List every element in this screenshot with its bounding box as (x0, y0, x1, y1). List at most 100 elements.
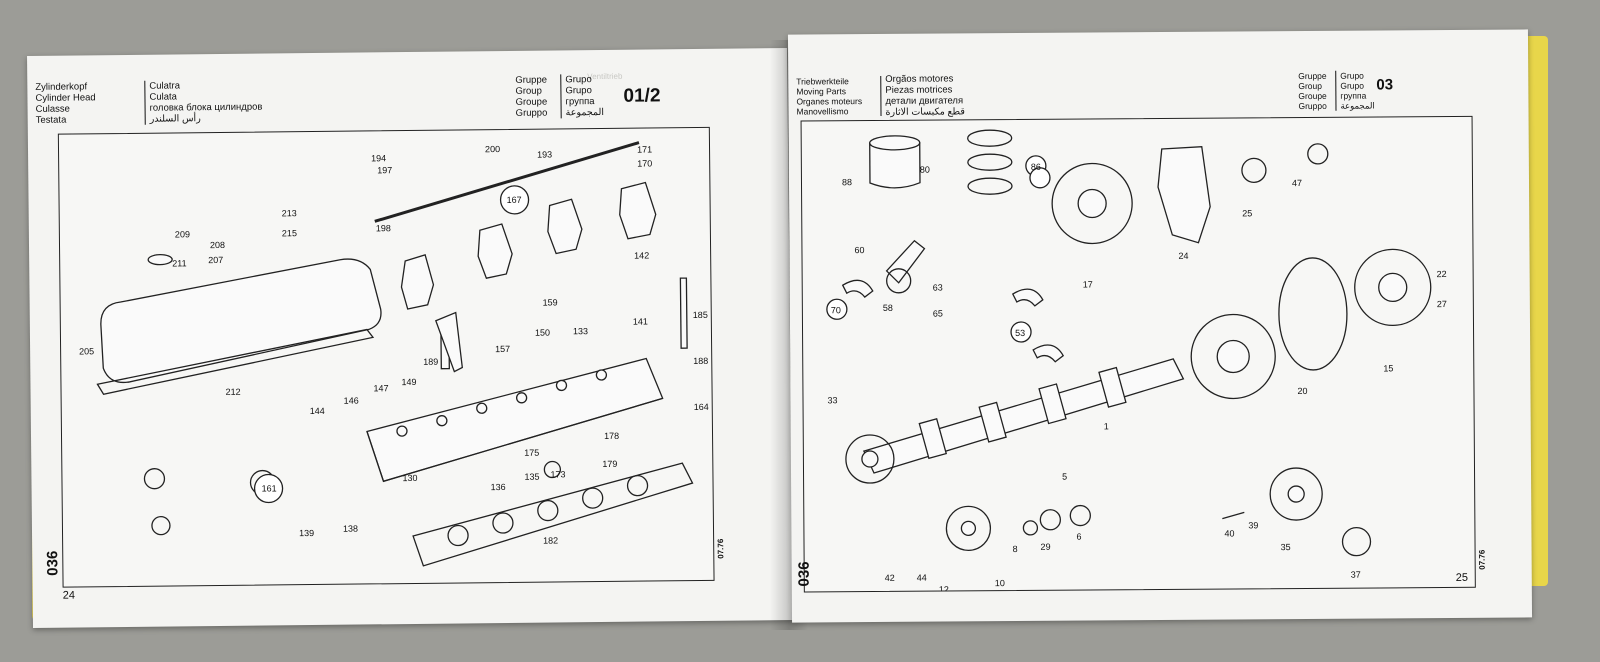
part-label-144: 144 (310, 406, 325, 416)
part-label-139: 139 (299, 528, 314, 538)
part-label-42: 42 (885, 573, 895, 583)
part-label-198: 198 (376, 223, 391, 233)
group-label: المجموعة (1340, 100, 1375, 111)
part-label-188: 188 (693, 356, 708, 366)
right-group-col1: Gruppe Group Groupe Gruppo (1298, 71, 1327, 111)
title-de: Triebwerkteile (796, 76, 849, 87)
part-label-25: 25 (1242, 208, 1252, 218)
part-label-1: 1 (1104, 421, 1109, 431)
part-label-173: 173 (550, 469, 565, 479)
left-group-col1: Gruppe Group Groupe Gruppo (515, 75, 547, 119)
part-label-47: 47 (1292, 178, 1302, 188)
side-code: 036 (44, 550, 62, 576)
part-label-138: 138 (343, 524, 358, 534)
title-en: Moving Parts (796, 86, 846, 97)
part-label-58: 58 (883, 303, 893, 313)
part-label-6: 6 (1076, 532, 1081, 542)
part-label-215: 215 (282, 228, 297, 238)
title-de: Zylinderkopf (35, 81, 88, 93)
part-label-213: 213 (282, 208, 297, 218)
part-label-10: 10 (995, 578, 1005, 588)
part-label-24: 24 (1178, 251, 1188, 261)
group-divider (1335, 70, 1337, 111)
part-label-35: 35 (1281, 542, 1291, 552)
page-number: 25 (1455, 571, 1469, 584)
part-label-150: 150 (535, 328, 550, 338)
title-it: Testata (35, 114, 67, 126)
title-ru: головка блока цилиндров (149, 101, 263, 114)
part-label-159: 159 (543, 297, 558, 307)
group-label: Gruppo (1298, 100, 1327, 112)
part-label-171: 171 (637, 144, 652, 154)
part-label-212: 212 (226, 387, 241, 397)
part-label-133: 133 (573, 326, 588, 336)
date-code: 07.76 (1477, 549, 1487, 570)
part-label-175: 175 (524, 448, 539, 458)
part-label-15: 15 (1383, 363, 1393, 373)
part-label-135: 135 (524, 472, 539, 482)
part-label-27: 27 (1437, 299, 1447, 309)
part-label-53: 53 (1015, 328, 1025, 338)
title-pt: Orgãos motores (885, 73, 954, 85)
part-label-17: 17 (1083, 279, 1093, 289)
part-label-164: 164 (694, 402, 709, 412)
title-fr: Culasse (35, 103, 70, 115)
group-label: Groupe (515, 96, 548, 108)
part-label-33: 33 (827, 395, 837, 405)
part-label-208: 208 (210, 240, 225, 250)
group-label: группа (1340, 90, 1367, 101)
part-label-200: 200 (485, 144, 500, 154)
part-label-40: 40 (1224, 528, 1234, 538)
group-label: Grupo (1340, 80, 1364, 91)
group-label: группа (565, 96, 595, 108)
group-label: Gruppe (1298, 70, 1327, 82)
date-code: 07.76 (716, 538, 726, 559)
group-label: Grupo (1340, 70, 1364, 81)
part-label-70: 70 (831, 305, 841, 315)
side-code: 036 (795, 561, 813, 587)
part-label-142: 142 (634, 250, 649, 260)
part-label-136: 136 (491, 482, 506, 492)
part-label-29: 29 (1041, 542, 1051, 552)
part-label-211: 211 (172, 258, 186, 268)
part-label-130: 130 (402, 473, 417, 483)
group-label: Groupe (1298, 90, 1327, 102)
part-label-178: 178 (604, 431, 619, 441)
title-fr: Organes moteurs (796, 96, 863, 107)
title-it: Manovellismo (796, 106, 849, 117)
left-diagram-frame: 194 197 200 193 171 170 213 215 167 209 … (57, 126, 715, 588)
part-label-22: 22 (1437, 269, 1447, 279)
part-label-80: 80 (920, 165, 930, 175)
part-label-12: 12 (939, 584, 949, 591)
part-label-88: 88 (842, 177, 852, 187)
group-number: 01/2 (623, 85, 661, 107)
title-ar: قطع مكبسات الاثارة (885, 106, 965, 118)
part-label-147: 147 (373, 383, 388, 393)
part-label-8: 8 (1013, 544, 1018, 554)
header-divider (144, 80, 146, 125)
part-number-labels: 88 80 86 60 17 24 25 47 63 65 58 70 53 2… (827, 162, 1447, 592)
title-es: Piezas motrices (885, 84, 953, 96)
part-label-39: 39 (1248, 520, 1258, 530)
part-label-63: 63 (933, 283, 943, 293)
title-ru: детали двигателя (885, 95, 964, 107)
right-group-col2: Grupo Grupo группа المجموعة (1340, 70, 1375, 111)
left-page: Ventiltrieb Zylinderkopf Cylinder Head C… (27, 48, 793, 628)
part-label-179: 179 (602, 459, 617, 469)
part-label-167: 167 (507, 195, 522, 205)
part-label-5: 5 (1062, 472, 1067, 482)
part-label-182: 182 (543, 535, 558, 545)
part-label-146: 146 (344, 396, 359, 406)
part-label-149: 149 (401, 377, 416, 387)
part-label-60: 60 (854, 245, 864, 255)
part-label-193: 193 (537, 150, 552, 160)
group-label: Gruppo (515, 107, 548, 119)
left-group-col2: Grupo Grupo группа المجموعة (565, 74, 604, 118)
left-title-col1: Zylinderkopf Cylinder Head Culasse Testa… (35, 81, 96, 126)
right-title-col2: Orgãos motores Piezas motrices детали дв… (885, 73, 965, 118)
part-label-205: 205 (79, 346, 94, 356)
part-label-141: 141 (633, 317, 648, 327)
part-label-161: 161 (262, 483, 277, 493)
right-page: Triebwerkteile Moving Parts Organes mote… (787, 29, 1533, 623)
group-number: 03 (1376, 76, 1394, 94)
